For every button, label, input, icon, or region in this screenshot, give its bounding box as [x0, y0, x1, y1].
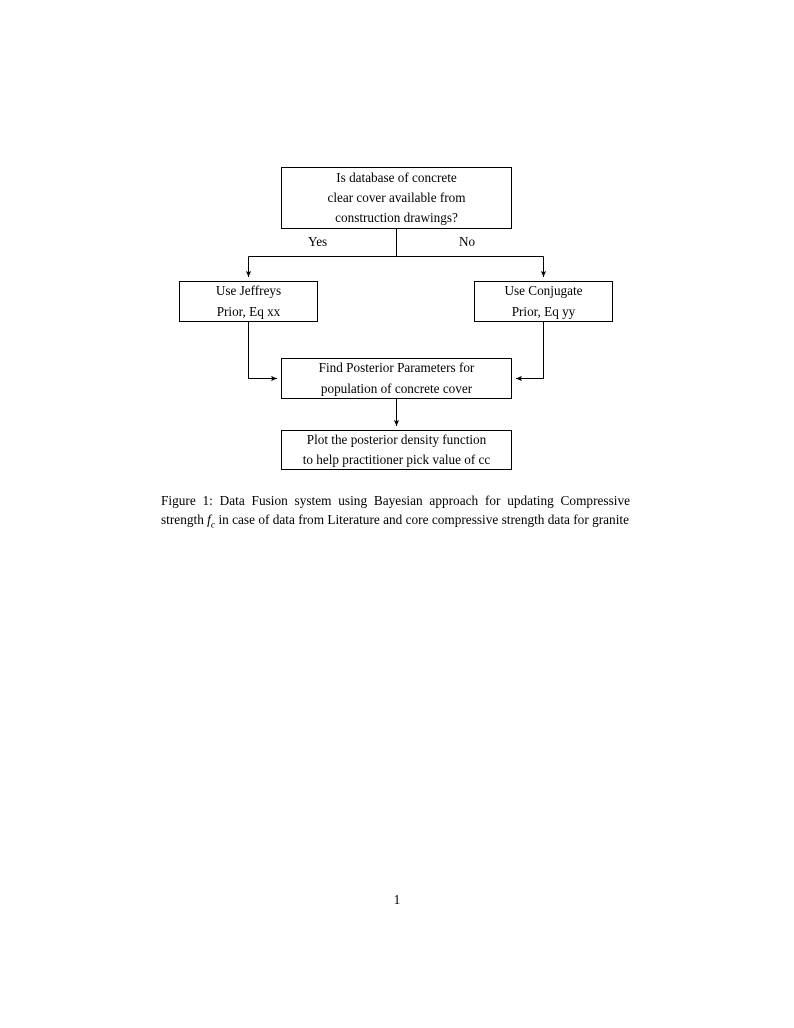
flow-node-conjugate-prior: Use Conjugate Prior, Eq yy: [474, 281, 613, 322]
flow-node-jeffreys-prior: Use Jeffreys Prior, Eq xx: [179, 281, 318, 322]
figure-caption-text-1: Data Fusion system using Bayesian approa…: [161, 493, 630, 527]
figure-caption: Figure 1: Data Fusion system using Bayes…: [161, 492, 630, 532]
math-base-f: f: [207, 511, 211, 527]
flow-node-conjugate-line-1: Use Conjugate: [504, 283, 583, 299]
flow-node-decision: Is database of concrete clear cover avai…: [281, 167, 512, 229]
flow-node-decision-line-2: clear cover available from: [327, 189, 466, 205]
flow-node-decision-line-1: Is database of concrete: [336, 169, 457, 185]
flow-node-plot-line-2: to help practitioner pick value of cc: [302, 452, 491, 467]
figure-caption-text-2: in case of data from Literature and core…: [215, 511, 629, 527]
branch-label-no: No: [456, 234, 479, 250]
flow-node-jeffreys-line-2: Prior, Eq xx: [216, 303, 281, 319]
figure-flowchart: Is database of concrete clear cover avai…: [0, 0, 794, 500]
flow-node-jeffreys-line-1: Use Jeffreys: [215, 283, 282, 299]
flow-node-posterior-line-1: Find Posterior Parameters for: [318, 360, 475, 376]
figure-caption-math-fc: fc: [207, 511, 215, 531]
flow-node-plot-line-1: Plot the posterior density function: [306, 431, 487, 447]
flowchart-connector-lines: [245, 229, 547, 426]
math-subscript-c: c: [210, 519, 216, 531]
page-number: 1: [393, 892, 401, 907]
flow-node-plot-density: Plot the posterior density function to h…: [281, 430, 512, 470]
flow-node-decision-line-3: construction drawings?: [335, 210, 458, 226]
flow-node-conjugate-line-2: Prior, Eq yy: [511, 303, 576, 319]
flow-node-posterior-line-2: population of concrete cover: [320, 380, 473, 396]
figure-caption-label: Figure 1:: [161, 493, 213, 508]
flow-node-find-posterior: Find Posterior Parameters for population…: [281, 358, 512, 399]
branch-label-yes: Yes: [305, 234, 331, 250]
